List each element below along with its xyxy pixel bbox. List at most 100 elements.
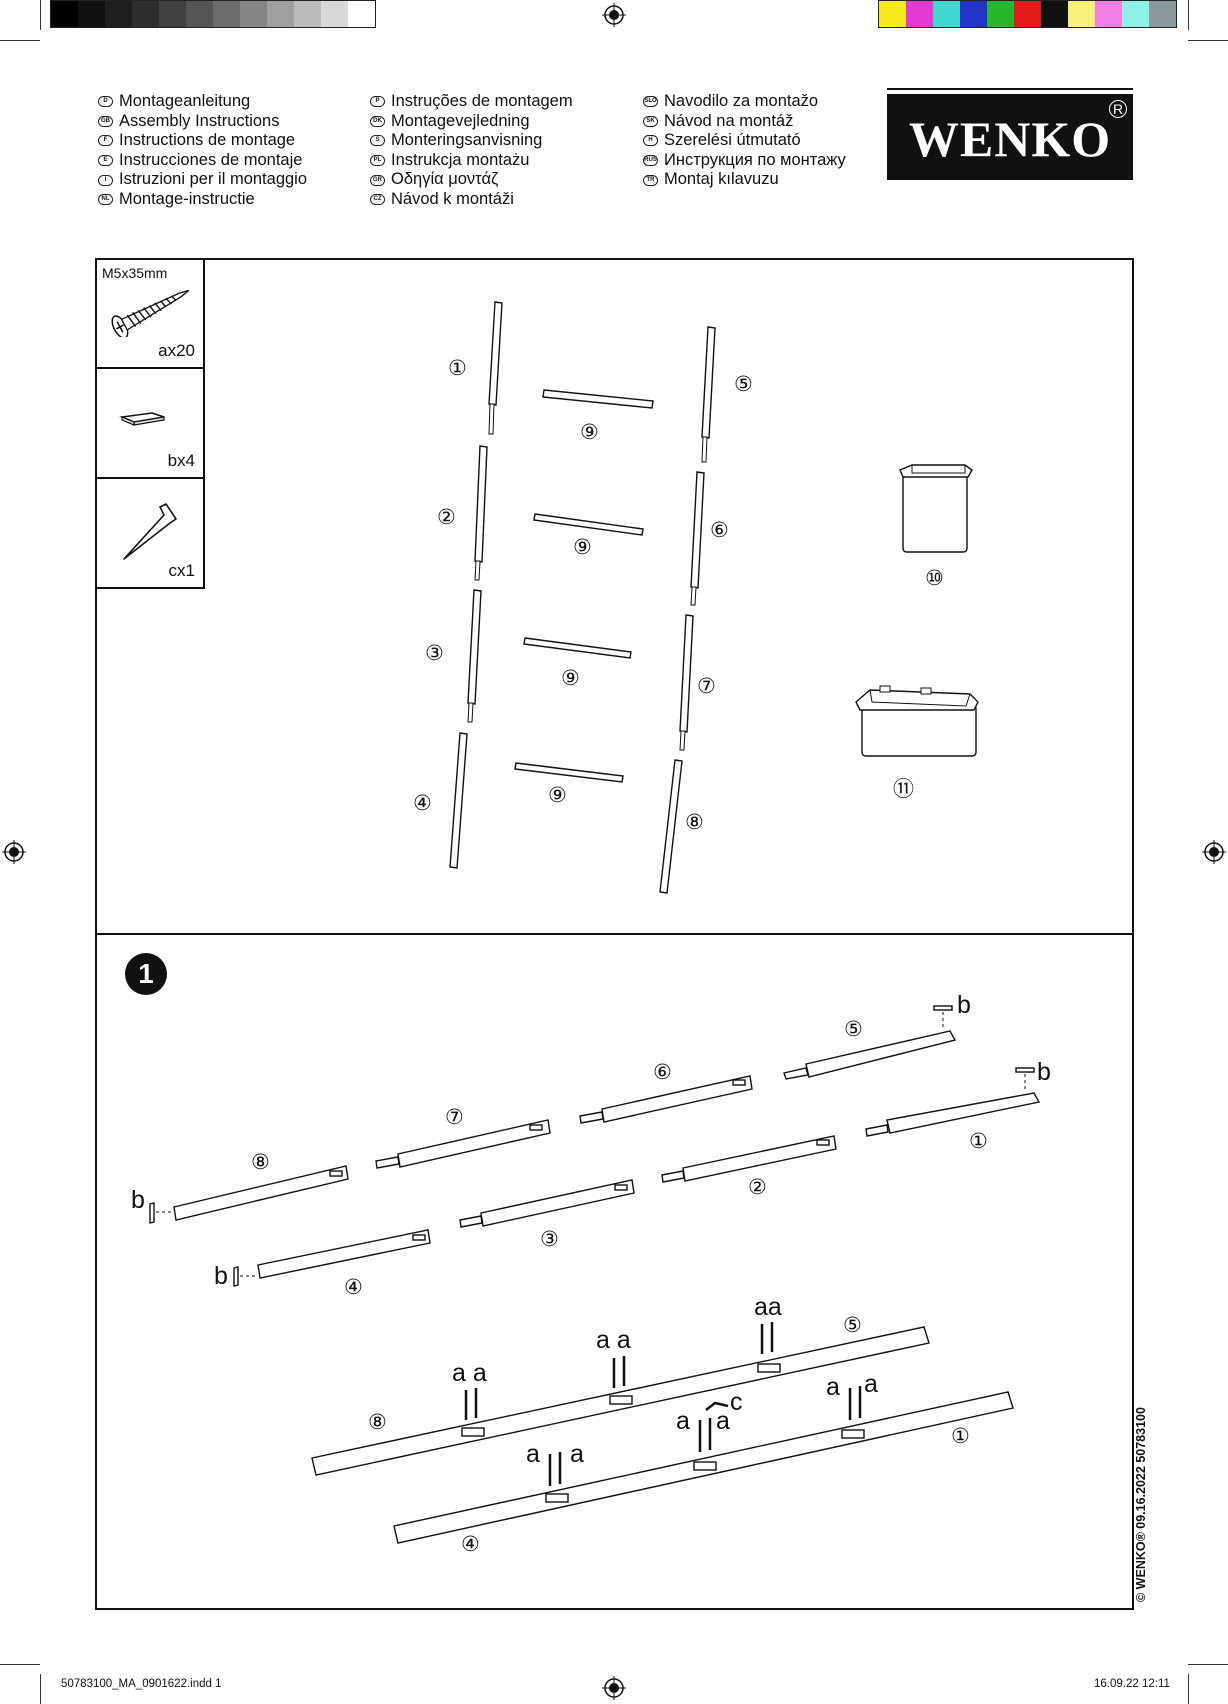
language-title: Instruções de montagem xyxy=(391,92,573,110)
color-swatch xyxy=(1041,1,1068,27)
language-code-badge: RUS xyxy=(643,155,658,167)
language-title: Montaj kılavuzu xyxy=(664,170,779,189)
label-aa: a a xyxy=(452,1359,487,1387)
part-9-rung xyxy=(542,389,654,409)
language-code-badge: D xyxy=(98,96,113,108)
hardware-c-qty: cx1 xyxy=(168,561,195,580)
step-part-label-8: ⑧ xyxy=(368,1410,387,1434)
exploded-part-4 xyxy=(257,1229,431,1279)
language-title: Návod na montáž xyxy=(664,111,794,130)
color-bar xyxy=(878,0,1177,28)
language-title: Istruzioni per il montaggio xyxy=(119,170,308,189)
part-label-6: ⑥ xyxy=(710,518,729,542)
step-part-label-1: ① xyxy=(951,1424,970,1448)
crop-mark xyxy=(0,1664,40,1665)
step-1-panel xyxy=(95,933,1134,1610)
language-title: Инструкция по монтажу xyxy=(664,150,846,169)
crop-mark xyxy=(1188,0,1189,30)
allen-key-icon xyxy=(123,503,177,560)
part-label-9: ⑨ xyxy=(548,783,567,807)
crop-mark xyxy=(1188,1664,1228,1665)
language-code-badge: F xyxy=(98,135,113,147)
assembled-rail-4-1 xyxy=(393,1391,1014,1544)
hardware-a-qty: ax20 xyxy=(158,341,195,360)
color-swatch xyxy=(960,1,987,27)
language-title: Instrukcja montażu xyxy=(391,150,530,169)
registration-mark-icon xyxy=(602,3,626,27)
color-swatch xyxy=(1149,1,1176,27)
label-aa: a a xyxy=(596,1326,631,1354)
language-title: Montageanleitung xyxy=(119,92,251,110)
language-code-badge: H xyxy=(643,135,658,147)
label-b: b xyxy=(957,991,971,1019)
part-label-7: ⑦ xyxy=(697,674,716,698)
step-part-label-5: ⑤ xyxy=(843,1313,862,1337)
language-title: Szerelési útmutató xyxy=(664,131,801,150)
connector-plate xyxy=(149,1202,155,1224)
crop-mark xyxy=(40,0,41,30)
language-title: Návod k montáži xyxy=(391,189,514,208)
color-swatch xyxy=(1068,1,1095,27)
language-code-badge: GB xyxy=(98,115,113,127)
exploded-part-8 xyxy=(173,1165,349,1221)
wenko-logo: WENKO R xyxy=(887,88,1133,180)
connector-plate xyxy=(1015,1067,1035,1073)
language-item: DK Montagevejledning xyxy=(370,112,573,132)
exploded-part-1 xyxy=(865,1092,1041,1137)
exploded-part-7 xyxy=(375,1119,551,1169)
language-title: Montagevejledning xyxy=(391,111,530,130)
language-title: Instructions de montage xyxy=(119,131,296,150)
crop-mark xyxy=(1188,1674,1189,1704)
gray-swatch xyxy=(159,1,186,27)
part-label-11: ⑪ xyxy=(893,777,914,801)
language-item: TR Montaj kılavuzu xyxy=(643,170,846,190)
step-part-label-4: ④ xyxy=(344,1275,363,1299)
label-a: a xyxy=(570,1440,584,1468)
crop-mark xyxy=(1188,40,1228,41)
language-item: H Szerelési útmutató xyxy=(643,131,846,151)
gray-swatch xyxy=(213,1,240,27)
part-label-9: ⑨ xyxy=(580,420,599,444)
language-code-badge: PL xyxy=(370,155,385,167)
gray-swatch xyxy=(294,1,321,27)
exploded-part-5 xyxy=(783,1030,957,1080)
language-code-badge: DK xyxy=(370,115,385,127)
step-part-label-1: ① xyxy=(969,1129,988,1153)
hardware-b-qty: bx4 xyxy=(167,451,195,470)
footer-timestamp: 16.09.22 12:11 xyxy=(1094,1678,1170,1690)
grayscale-bar xyxy=(50,0,376,28)
hardware-cell-c: cx1 xyxy=(96,479,205,589)
language-code-badge: GR xyxy=(370,174,385,186)
step-part-label-4: ④ xyxy=(461,1532,480,1556)
part-7-leg xyxy=(679,614,694,751)
language-title: Navodilo za montažo xyxy=(664,92,819,110)
label-b: b xyxy=(131,1186,145,1214)
part-4-leg xyxy=(449,732,468,869)
color-swatch xyxy=(1014,1,1041,27)
part-label-3: ③ xyxy=(425,641,444,665)
gray-swatch xyxy=(240,1,267,27)
part-2-leg xyxy=(474,445,488,581)
part-11-basket xyxy=(855,685,979,757)
registered-mark: R xyxy=(1109,100,1127,118)
gray-swatch xyxy=(132,1,159,27)
language-code-badge: CZ xyxy=(370,194,385,206)
label-a: a xyxy=(826,1373,840,1401)
gray-swatch xyxy=(105,1,132,27)
language-item: F Instructions de montage xyxy=(98,131,307,151)
screw-icon xyxy=(111,289,190,337)
part-label-2: ② xyxy=(437,505,456,529)
part-5-leg xyxy=(701,326,716,463)
language-code-badge: TR xyxy=(643,174,658,186)
hardware-cell-a: M5x35mm ax20 xyxy=(96,259,205,369)
language-item: CZ Návod k montáži xyxy=(370,190,573,210)
language-code-badge: SLO xyxy=(643,96,658,108)
label-a: a xyxy=(526,1440,540,1468)
color-swatch xyxy=(987,1,1014,27)
